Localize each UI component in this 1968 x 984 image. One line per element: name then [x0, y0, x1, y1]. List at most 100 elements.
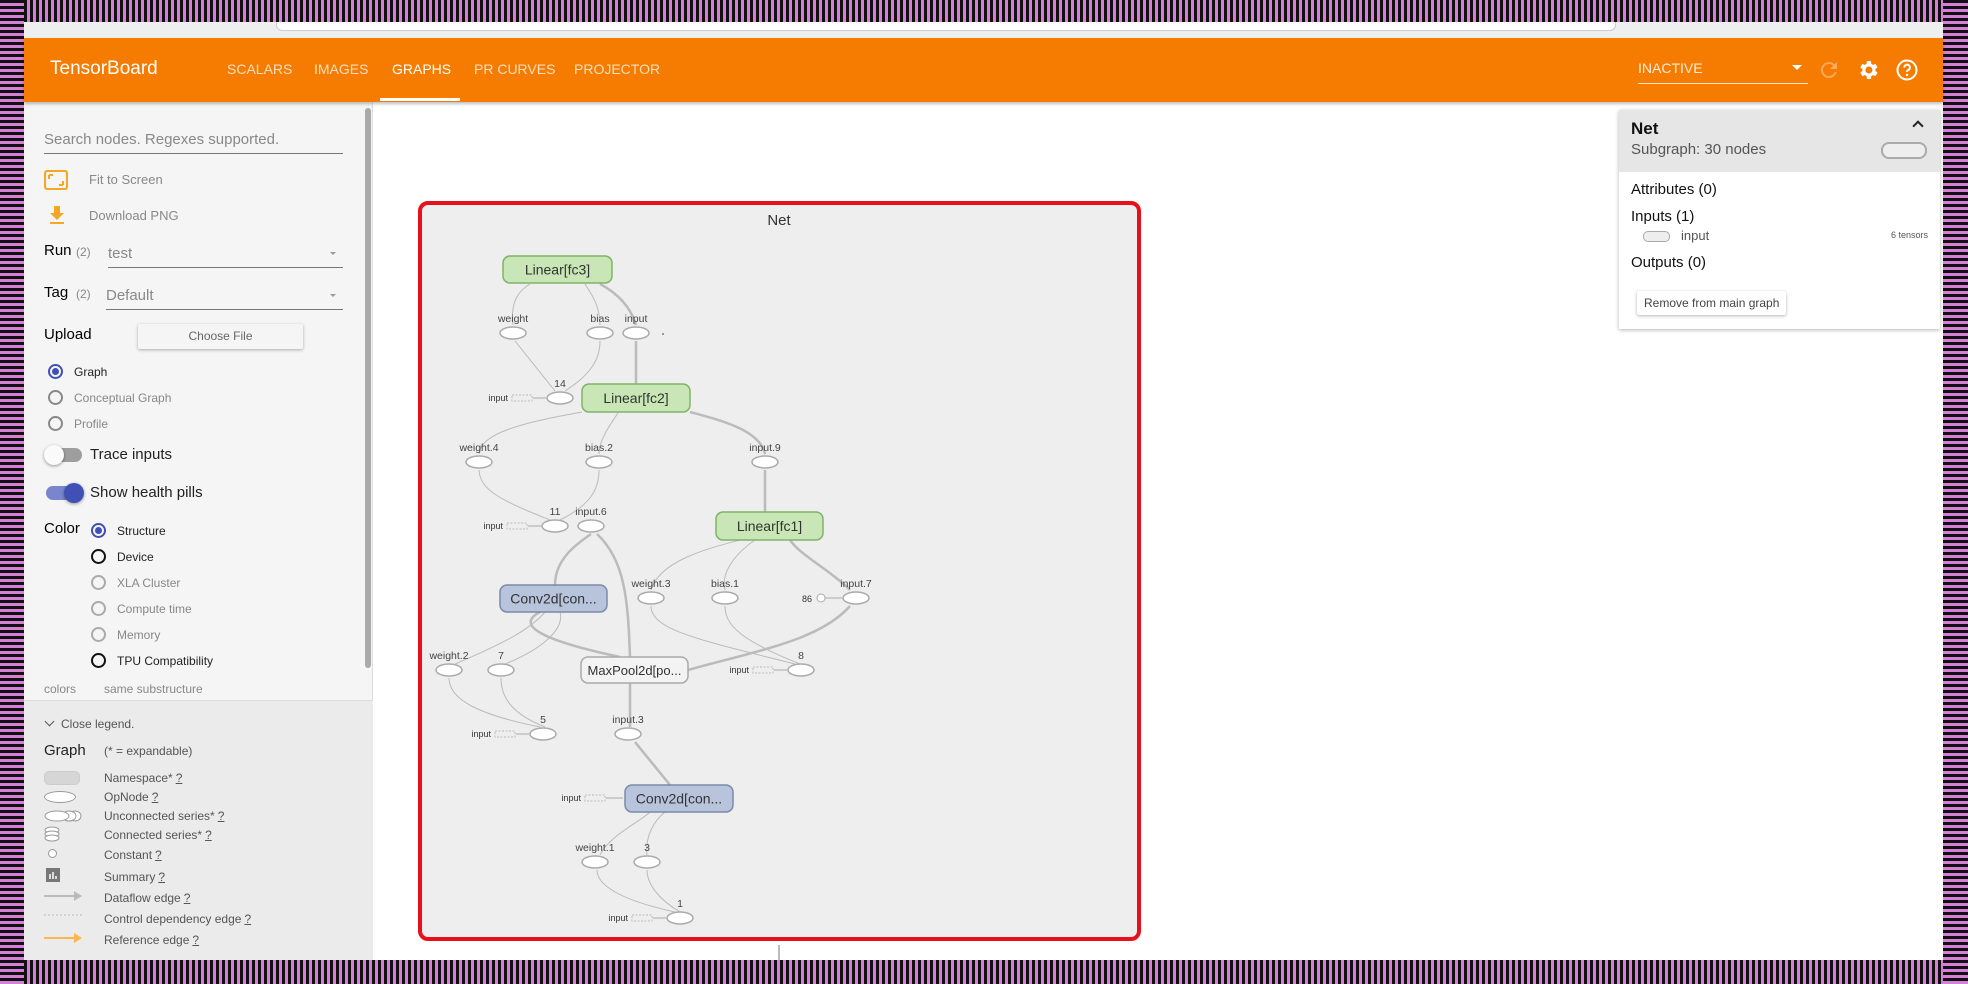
help-link[interactable]: ?	[155, 848, 162, 862]
upload-label: Upload	[44, 326, 92, 343]
help-icon[interactable]	[1895, 58, 1919, 82]
remove-from-main-graph-button[interactable]: Remove from main graph	[1637, 291, 1786, 315]
constant-node[interactable]	[816, 593, 826, 603]
radio-color-memory[interactable]	[91, 627, 106, 642]
op-node-b1[interactable]	[711, 591, 739, 605]
namespace-node-conv2[interactable]	[499, 584, 608, 613]
radio-profile[interactable]	[48, 416, 63, 431]
help-link[interactable]: ?	[244, 912, 252, 926]
op-node-n8[interactable]	[787, 663, 815, 677]
op-node-w1[interactable]	[581, 855, 609, 869]
help-link[interactable]: ?	[217, 809, 225, 823]
external-input-label: input	[488, 393, 508, 403]
op-node-bias[interactable]	[586, 326, 614, 340]
op-node-i7[interactable]	[842, 591, 870, 605]
op-node-w4[interactable]	[465, 455, 493, 469]
fit-to-screen-button[interactable]: Fit to Screen	[89, 172, 163, 187]
graph-svg[interactable]: Net Linear[fc3]Linear[fc2]Linear[fc1]Con…	[373, 102, 1943, 960]
trace-inputs-toggle[interactable]	[44, 445, 82, 465]
namespace-node-fc2[interactable]	[581, 383, 691, 413]
run-select[interactable]: test	[108, 245, 133, 262]
external-input-box[interactable]	[506, 522, 528, 530]
dataflow-edge	[650, 539, 741, 591]
radio-color-structure[interactable]	[91, 523, 106, 538]
op-node-n5[interactable]	[529, 727, 557, 741]
input-tensor-count: 6 tensors	[1890, 230, 1928, 240]
op-node-i6[interactable]	[577, 519, 605, 533]
help-link[interactable]: ?	[158, 870, 166, 884]
op-node-input[interactable]	[622, 326, 650, 340]
op-node-w3[interactable]	[637, 591, 665, 605]
external-input-box[interactable]	[584, 794, 606, 802]
tab-scalars[interactable]: SCALARS	[227, 61, 293, 77]
op-label-i3: input.3	[612, 714, 644, 726]
op-node-i9[interactable]	[751, 455, 779, 469]
connected-series-legend-icon	[44, 826, 60, 842]
radio-color-compute-time[interactable]	[91, 601, 106, 616]
dataflow-edge	[687, 605, 851, 672]
tab-graphs[interactable]: GRAPHS	[392, 61, 452, 77]
op-node-i3[interactable]	[614, 727, 642, 741]
input-namespace-icon	[1643, 231, 1670, 242]
search-input[interactable]: Search nodes. Regexes supported.	[44, 131, 280, 148]
legend-dataflow-edge: Dataflow edge	[104, 891, 181, 905]
radio-color-device[interactable]	[91, 549, 106, 564]
external-input-box[interactable]	[631, 914, 653, 922]
radio-graph[interactable]	[48, 364, 63, 379]
external-input-box[interactable]	[511, 394, 533, 402]
input-link[interactable]: input	[1681, 228, 1710, 243]
tab-projector[interactable]: PROJECTOR	[574, 61, 661, 77]
address-bar[interactable]	[276, 22, 1616, 31]
tab-images[interactable]: IMAGES	[314, 61, 369, 77]
settings-icon[interactable]	[1856, 58, 1880, 82]
op-node-n11[interactable]	[541, 519, 569, 533]
op-node-weight[interactable]	[499, 326, 527, 340]
help-link[interactable]: ?	[151, 790, 159, 804]
op-node-n7[interactable]	[487, 663, 515, 677]
close-legend-button[interactable]: Close legend.	[44, 716, 134, 731]
status-select[interactable]: INACTIVE	[1638, 60, 1808, 84]
run-underline	[108, 267, 343, 268]
op-label-w4: weight.4	[458, 442, 498, 454]
radio-color-xla[interactable]	[91, 575, 106, 590]
active-tab-indicator	[380, 98, 460, 101]
help-link[interactable]: ?	[192, 933, 200, 947]
health-pills-toggle[interactable]	[46, 483, 84, 503]
op-node-n3[interactable]	[633, 855, 661, 869]
download-icon[interactable]	[48, 206, 66, 224]
legend-constant: Constant	[104, 848, 153, 862]
tab-pr-curves[interactable]: PR CURVES	[474, 61, 556, 77]
external-input-box[interactable]	[752, 666, 774, 674]
radio-color-tpu[interactable]	[91, 653, 106, 668]
namespace-node-fc1[interactable]	[715, 511, 824, 541]
refresh-icon[interactable]	[1817, 58, 1841, 82]
dataflow-edge	[634, 741, 671, 786]
op-node-w2[interactable]	[435, 663, 463, 677]
sidebar-scrollbar[interactable]	[365, 108, 371, 668]
choose-file-button[interactable]: Choose File	[138, 324, 303, 349]
namespace-node-conv1[interactable]	[624, 784, 734, 813]
collapse-chevron-icon[interactable]	[1912, 120, 1924, 132]
help-link[interactable]: ?	[175, 771, 183, 785]
download-png-button[interactable]: Download PNG	[89, 208, 179, 223]
namespace-node-fc3[interactable]	[502, 255, 613, 284]
top-app-bar: TensorBoard SCALARS IMAGES GRAPHS PR CUR…	[24, 38, 1943, 102]
op-node-b2[interactable]	[585, 455, 613, 469]
health-pills-label: Show health pills	[90, 484, 203, 501]
op-node-n14[interactable]	[546, 391, 574, 405]
external-input-box[interactable]	[494, 730, 516, 738]
namespace-node-pool[interactable]	[580, 656, 689, 684]
dataflow-edge	[511, 283, 531, 326]
run-count: (2)	[76, 245, 91, 259]
help-link[interactable]: ?	[205, 828, 212, 842]
radio-xla-label: XLA Cluster	[117, 576, 181, 590]
op-label-n11: 11	[550, 506, 561, 518]
legend-connected-series: Connected series*	[104, 828, 203, 842]
tag-select[interactable]: Default	[106, 287, 154, 304]
fit-to-screen-icon[interactable]	[44, 170, 68, 190]
radio-conceptual-graph[interactable]	[48, 390, 63, 405]
graph-canvas[interactable]: Net Linear[fc3]Linear[fc2]Linear[fc1]Con…	[373, 102, 1943, 960]
op-node-n1[interactable]	[666, 911, 694, 925]
help-link[interactable]: ?	[183, 891, 191, 905]
dropdown-caret-icon	[1792, 65, 1802, 70]
